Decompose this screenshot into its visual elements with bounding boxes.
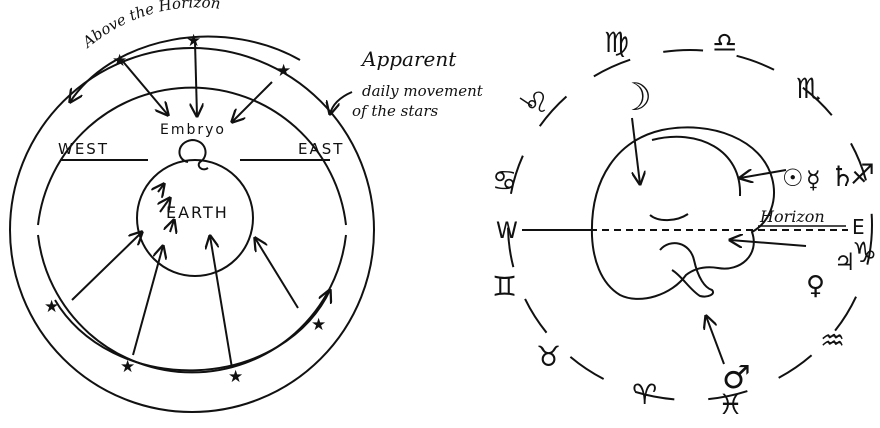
moon-influence-arrow [632,118,640,184]
fetus-body [592,127,774,298]
star-icon: ★ [311,315,326,335]
gemini-icon: ♊ [492,270,517,303]
fetus-leg [660,243,713,296]
star-icon: ★ [44,297,59,317]
aquarius-icon: ♒ [820,324,845,357]
annotation-pointer [330,92,352,114]
venus-icon: ♀ [806,271,825,301]
cancer-icon: ♋ [492,164,517,197]
mercury-icon: ☿ [806,166,821,194]
west-marker: W [496,219,520,244]
annotation-of-the-stars: of the stars [352,102,439,120]
star-icon: ★ [112,51,127,71]
east-marker: E [852,215,867,239]
embryo-label: Embryo [160,122,226,138]
star-icon: ★ [228,367,243,387]
influence-arrow [133,246,163,355]
capricorn-icon: ♑ [852,236,877,269]
left-diagram [10,37,374,412]
saturn-icon: ♄ [830,160,855,193]
influence-arrow [232,82,272,122]
sun-icon: ☉ [782,164,804,192]
taurus-icon: ♉ [536,340,561,373]
earth-arrow [158,184,164,192]
scorpio-icon: ♏ [796,72,821,105]
jupiter-icon: ♃ [834,248,856,276]
fetus-head-curve [652,137,740,196]
star-path-lower-arc [55,290,330,370]
east-label: EAST [298,140,344,158]
virgo-icon: ♍ [604,26,629,59]
aries-icon: ♈ [632,378,657,411]
embryo-curl-icon [179,140,208,169]
moon-icon: ☽ [618,75,652,119]
influence-arrow [72,232,142,300]
influence-arrow [210,236,232,368]
influence-arrow [255,238,298,308]
planet-influence-arrow [740,170,786,178]
influence-arrow [195,42,197,116]
fetus-arm [650,214,688,220]
outer-circle [10,48,374,412]
annotation-apparent: Apparent [360,47,457,71]
mars-influence-arrow [706,316,724,364]
libra-icon: ♎ [712,26,737,59]
mars-icon: ♂ [722,358,751,396]
earth-label: EARTH [166,203,229,222]
star-icon: ★ [276,61,291,81]
planet-influence-arrow [730,240,806,246]
horizon-label: Horizon [759,207,825,226]
star-icon: ★ [120,357,135,377]
inner-circle-lower-arc [38,235,346,372]
leo-icon: ♌ [524,86,549,119]
star-icon: ★ [186,31,201,51]
west-label: WEST [58,140,109,158]
annotation-daily-movement: daily movement [362,82,484,100]
